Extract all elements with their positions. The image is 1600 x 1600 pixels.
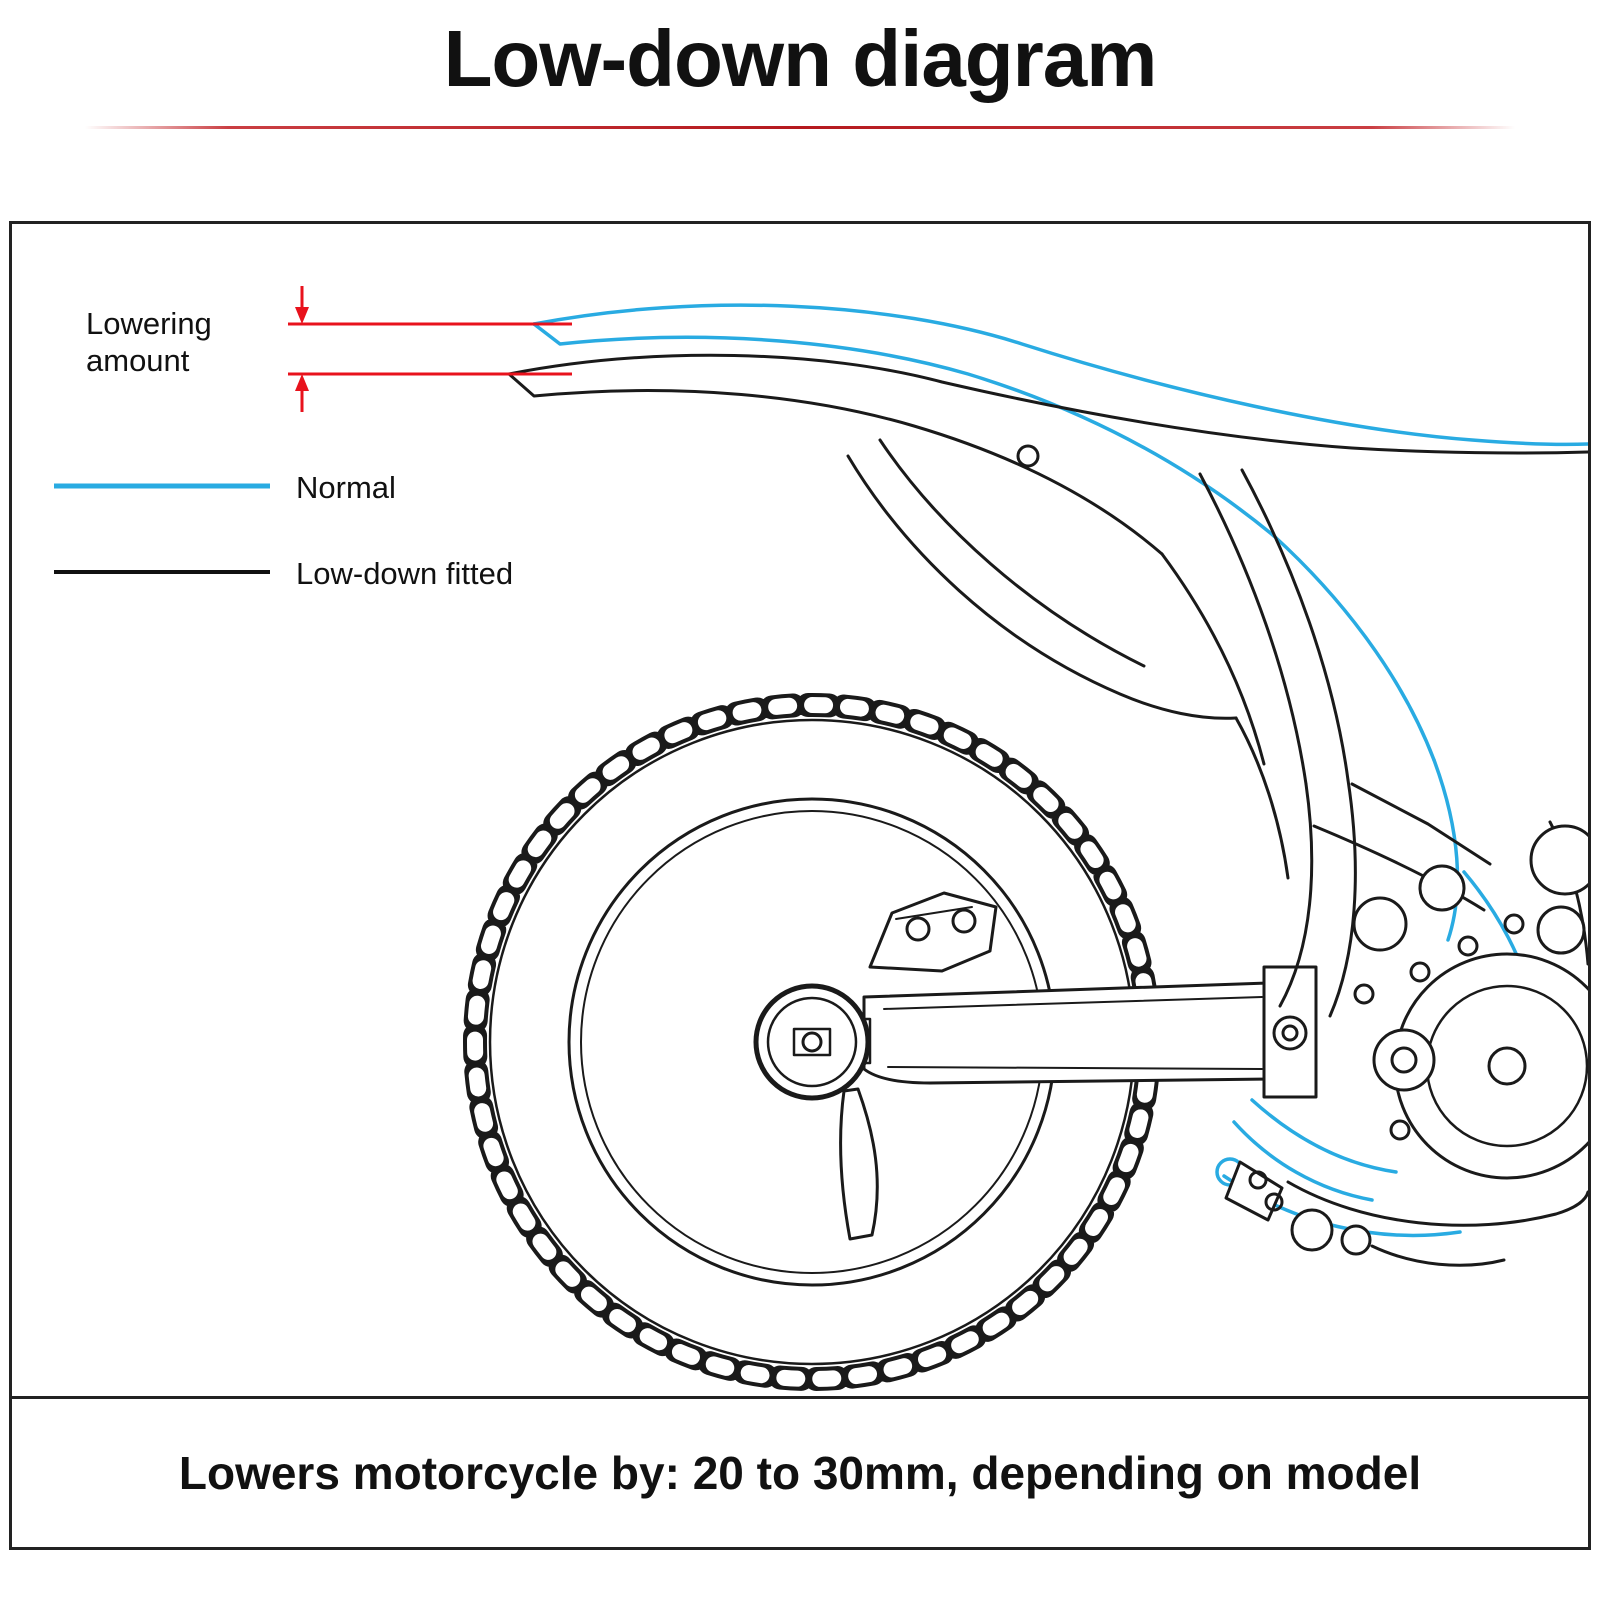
panel-bolt bbox=[1016, 444, 1040, 468]
caption-text: Lowers motorcycle by: 20 to 30mm, depend… bbox=[178, 1446, 1422, 1499]
lowdown-diagram-svg: Lowering amount Normal Low-down fitted bbox=[54, 285, 1588, 1391]
motorcycle-diagram bbox=[463, 302, 1588, 1391]
legend-lowdown-label: Low-down fitted bbox=[296, 556, 513, 591]
arrow-down-icon bbox=[295, 306, 309, 324]
page-header: Low-down diagram bbox=[0, 14, 1600, 129]
arrow-up-icon bbox=[295, 373, 309, 391]
diagram-box: Lowering amount Normal Low-down fitted L… bbox=[9, 220, 1591, 1550]
page-title: Low-down diagram bbox=[443, 14, 1158, 103]
measurement-label-line1: Lowering bbox=[86, 306, 212, 341]
engine bbox=[1224, 778, 1588, 1267]
diagram-area: Lowering amount Normal Low-down fitted bbox=[12, 224, 1588, 1396]
legend-normal-label: Normal bbox=[296, 470, 396, 505]
brake-caliper bbox=[868, 891, 998, 973]
measurement-label-line2: amount bbox=[86, 343, 190, 378]
swingarm-pivot bbox=[1262, 965, 1318, 1099]
lowdown-outline bbox=[507, 353, 1588, 880]
measurement-arrows bbox=[288, 285, 572, 412]
chain-guide bbox=[839, 1087, 879, 1241]
caption-bar: Lowers motorcycle by: 20 to 30mm, depend… bbox=[12, 1395, 1588, 1547]
legend bbox=[54, 483, 270, 574]
swingarm bbox=[834, 981, 1276, 1085]
wheel-hub bbox=[753, 983, 871, 1101]
brake-pedal bbox=[1370, 1244, 1506, 1267]
red-divider bbox=[85, 125, 1515, 129]
